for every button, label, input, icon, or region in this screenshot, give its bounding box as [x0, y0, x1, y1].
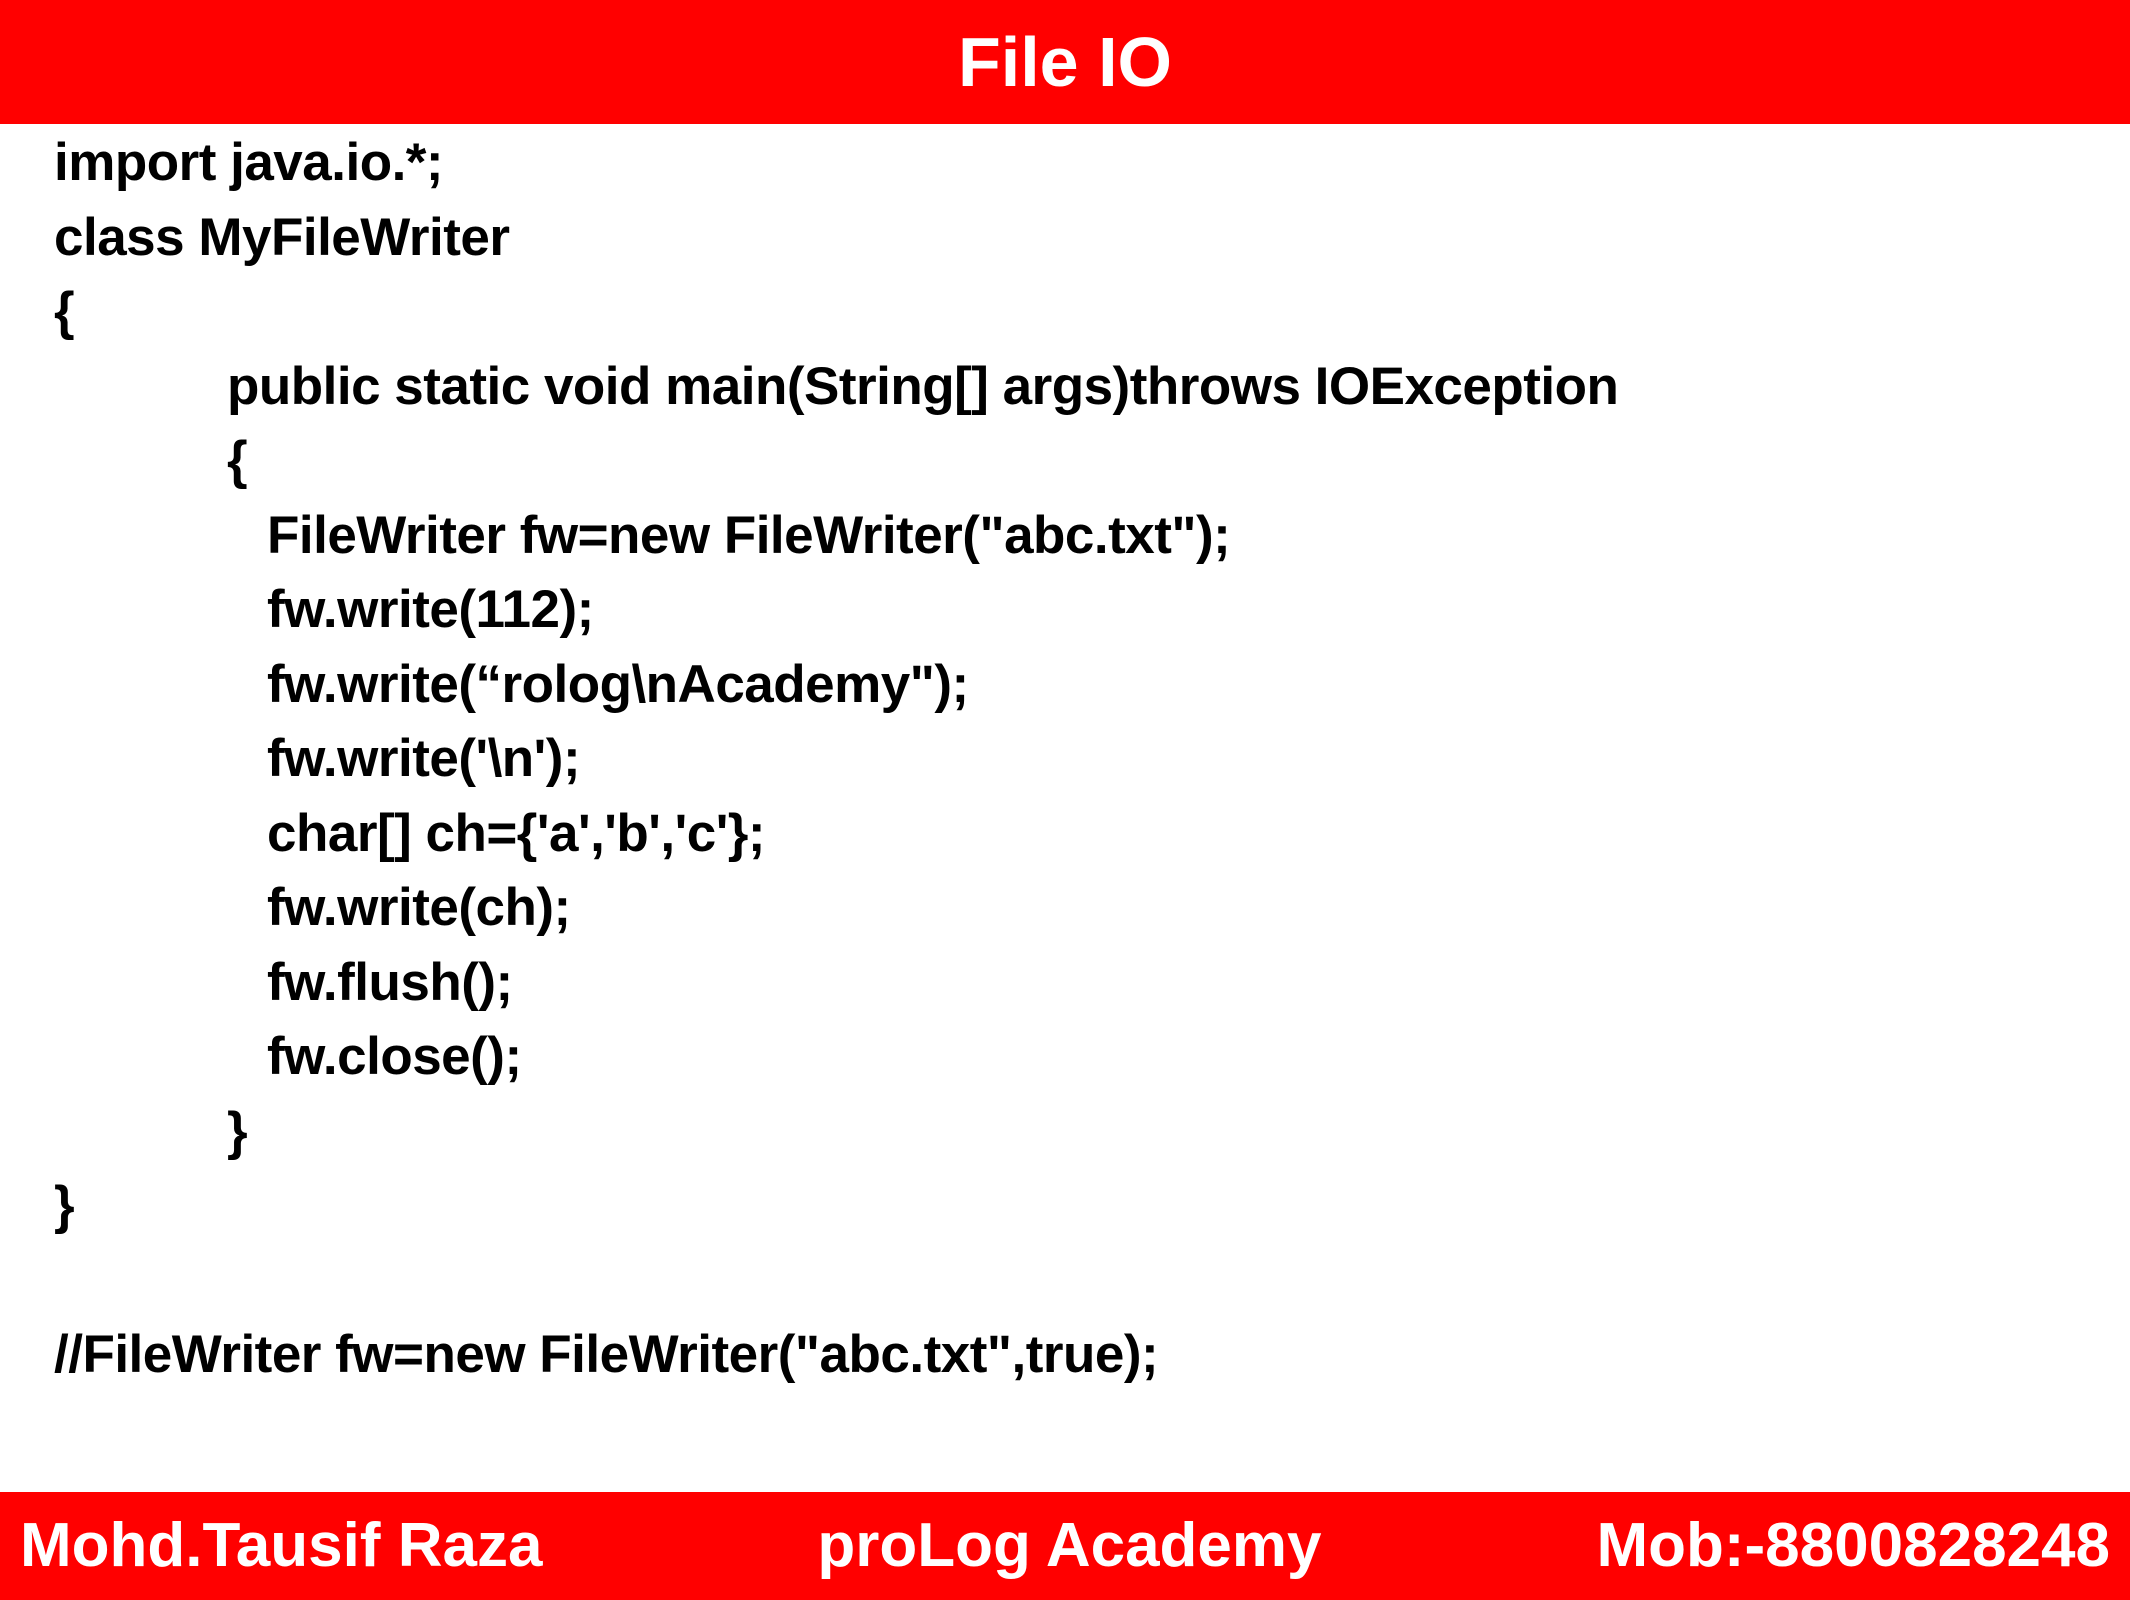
code-line-flush: fw.flush(); [267, 952, 513, 1012]
code-line-main-open-brace: { [227, 431, 248, 490]
code-line-class-declaration: class MyFileWriter [54, 207, 510, 267]
code-line-write-newline: fw.write('\n'); [267, 729, 581, 788]
code-line-write-array: fw.write(ch); [267, 878, 571, 937]
slide-title: File IO [958, 23, 1172, 101]
code-listing: import java.io.*; class MyFileWriter { p… [54, 126, 2054, 1393]
footer-banner: Mohd.Tausif Raza proLog Academy Mob:-880… [0, 1492, 2130, 1600]
code-line-close: fw.close(); [267, 1027, 522, 1086]
code-line-blank [54, 1244, 2054, 1319]
code-line-comment: //FileWriter fw=new FileWriter("abc.txt"… [54, 1325, 1159, 1384]
footer-academy: proLog Academy [817, 1511, 1322, 1580]
footer-author: Mohd.Tausif Raza [20, 1511, 543, 1580]
code-line-filewriter-new: FileWriter fw=new FileWriter("abc.txt"); [267, 505, 1231, 565]
title-banner: File IO [0, 0, 2130, 124]
code-line-write-string: fw.write(“rolog\nAcademy"); [267, 654, 969, 714]
code-line-import: import java.io.*; [54, 133, 444, 192]
footer-mobile: Mob:-8800828248 [1596, 1511, 2111, 1580]
code-line-write-int: fw.write(112); [267, 580, 594, 639]
code-line-main-signature: public static void main(String[] args)th… [227, 356, 1619, 416]
code-line-main-close-brace: } [227, 1101, 248, 1161]
code-line-class-open-brace: { [54, 282, 75, 341]
code-line-class-close-brace: } [54, 1176, 75, 1235]
code-line-char-array: char[] ch={'a','b','c'}; [267, 803, 766, 863]
